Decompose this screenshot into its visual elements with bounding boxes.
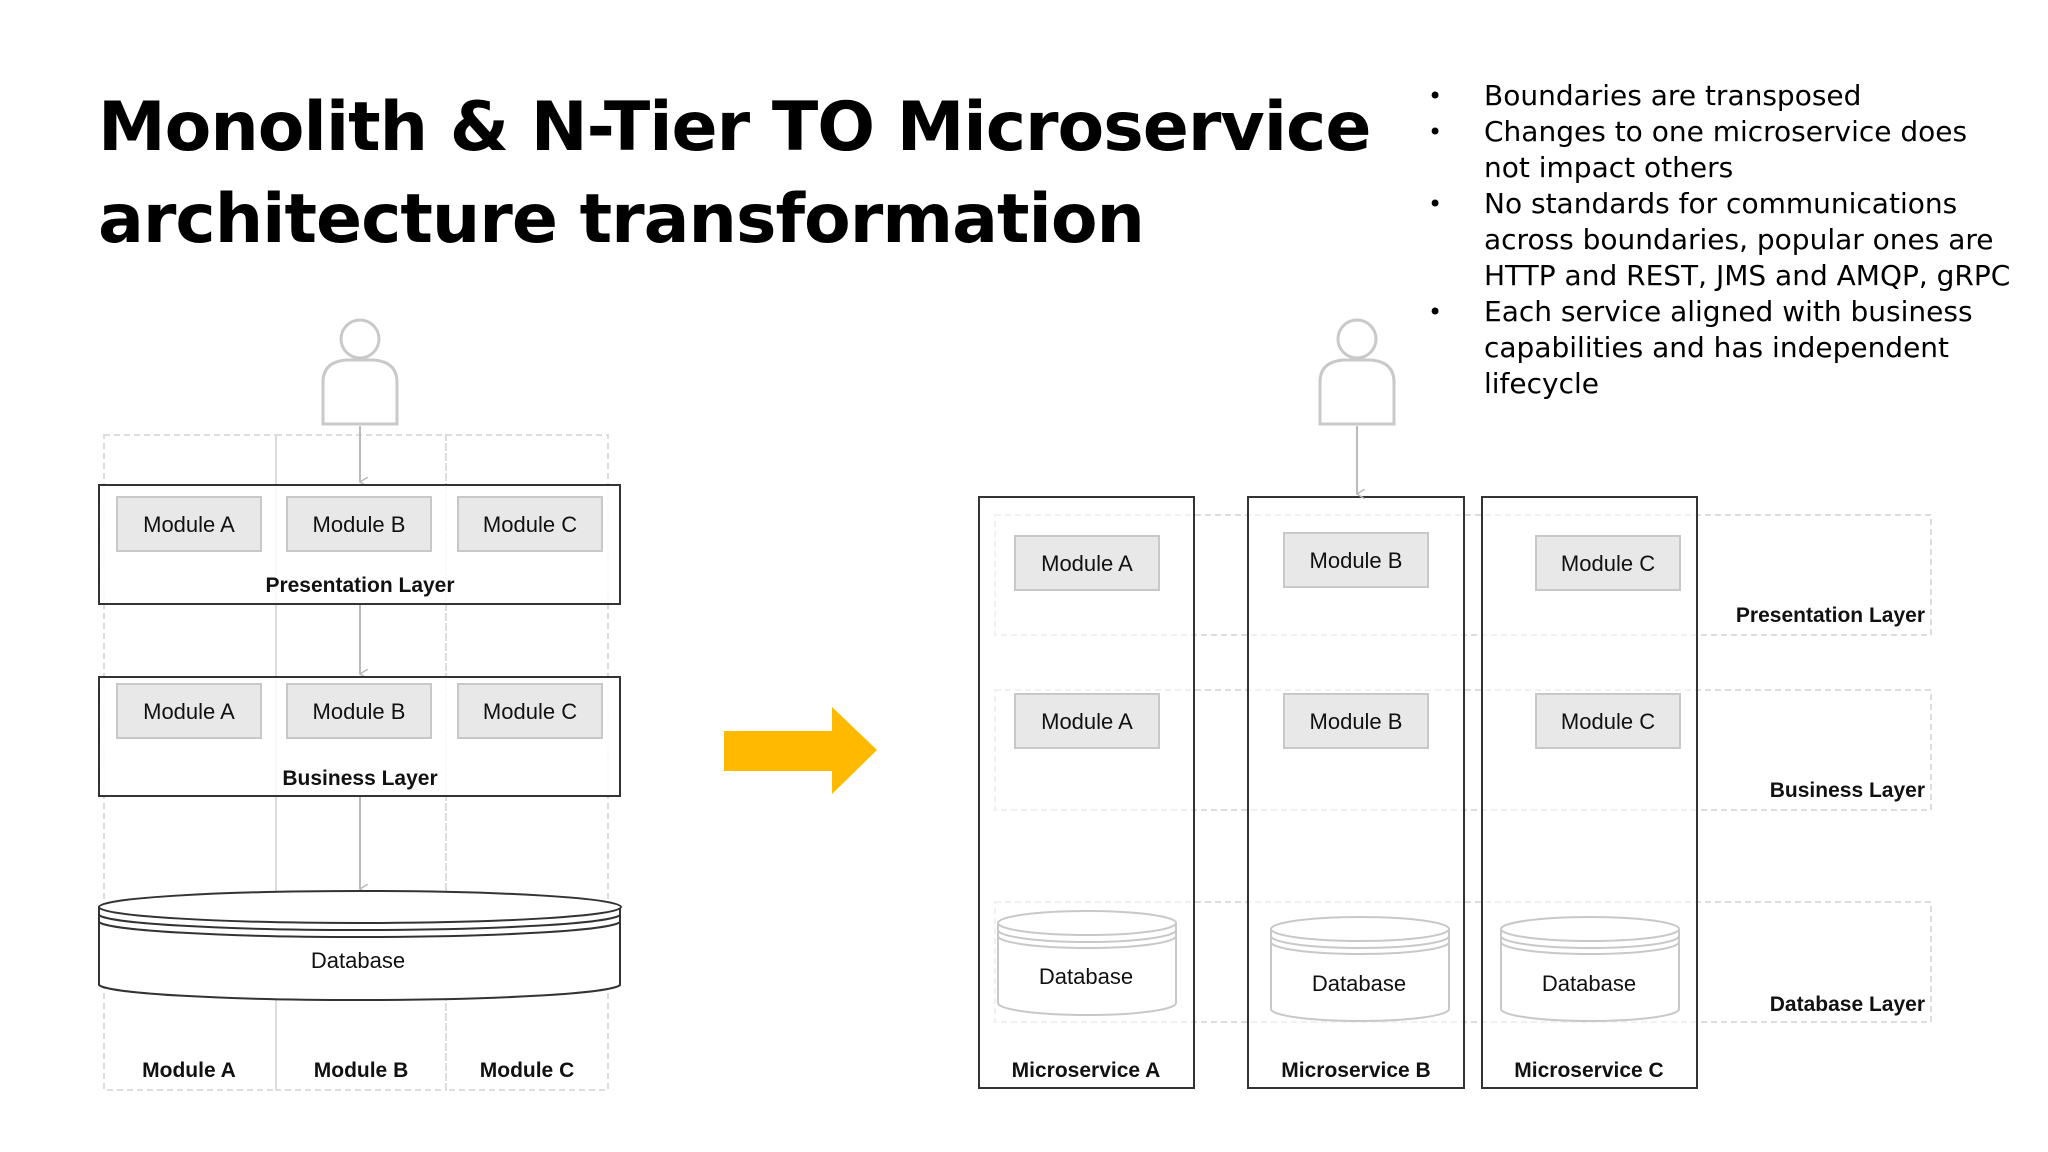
column-a-dashed <box>103 434 277 1091</box>
module-label: Module B <box>313 699 406 724</box>
module-label: Module C <box>483 699 577 724</box>
module-label: Module B <box>1310 709 1403 734</box>
bullet-item: No standards for communications across b… <box>1418 186 2018 294</box>
module-box <box>457 683 603 739</box>
module-box <box>116 683 262 739</box>
layer-label: Business Layer <box>282 767 437 790</box>
module-box <box>1535 693 1681 749</box>
microservice-label: Microservice A <box>1012 1059 1161 1082</box>
bullet-item: Changes to one microservice does not imp… <box>1418 114 2018 186</box>
module-label: Module A <box>143 699 235 724</box>
database-cylinder <box>1500 916 1680 1022</box>
monolith-diagram: Module A Module B Module C Presentation … <box>98 318 622 1091</box>
bullet-item: Each service aligned with business capab… <box>1418 294 2018 402</box>
module-box <box>1014 535 1160 591</box>
module-label: Module C <box>1561 709 1655 734</box>
module-box <box>116 496 262 552</box>
column-label: Module A <box>142 1059 236 1082</box>
column-c-dashed <box>445 434 609 1091</box>
database-cylinder <box>98 890 622 1002</box>
module-label: Module A <box>143 512 235 537</box>
user-icon <box>1318 318 1396 426</box>
module-label: Module C <box>483 512 577 537</box>
user-icon <box>321 318 399 426</box>
database-label: Database <box>1039 964 1133 989</box>
module-box <box>1535 535 1681 591</box>
title-line-1: Monolith & N-Tier TO Microservice <box>98 88 1371 167</box>
microservice-label: Microservice C <box>1514 1059 1663 1082</box>
layer-label: Presentation Layer <box>265 574 454 597</box>
bullet-item: Boundaries are transposed <box>1418 78 2018 114</box>
microservice-diagram: Module A Module B Module C Module A Modu… <box>978 318 1932 1089</box>
module-label: Module A <box>1041 709 1133 734</box>
module-box <box>286 496 432 552</box>
database-cylinder <box>997 910 1177 1016</box>
module-box <box>1014 693 1160 749</box>
module-label: Module B <box>1310 548 1403 573</box>
slide-title: Monolith & N-Tier TO Microservice archit… <box>98 82 1398 266</box>
database-label: Database <box>311 948 405 973</box>
module-label: Module B <box>313 512 406 537</box>
transformation-arrow <box>724 707 877 794</box>
database-label: Database <box>1312 971 1406 996</box>
module-box <box>286 683 432 739</box>
layer-label: Business Layer <box>1770 779 1925 802</box>
database-label: Database <box>1542 971 1636 996</box>
module-label: Module C <box>1561 551 1655 576</box>
layer-label: Database Layer <box>1770 993 1925 1016</box>
title-line-2: architecture transformation <box>98 180 1145 259</box>
bullet-list: Boundaries are transposed Changes to one… <box>1418 78 2018 402</box>
column-label: Module B <box>314 1059 409 1082</box>
database-cylinder <box>1270 916 1450 1022</box>
module-box <box>1283 693 1429 749</box>
module-box <box>1283 532 1429 588</box>
column-label: Module C <box>480 1059 575 1082</box>
microservice-label: Microservice B <box>1281 1059 1430 1082</box>
layer-label: Presentation Layer <box>1736 604 1925 627</box>
module-box <box>457 496 603 552</box>
module-label: Module A <box>1041 551 1133 576</box>
